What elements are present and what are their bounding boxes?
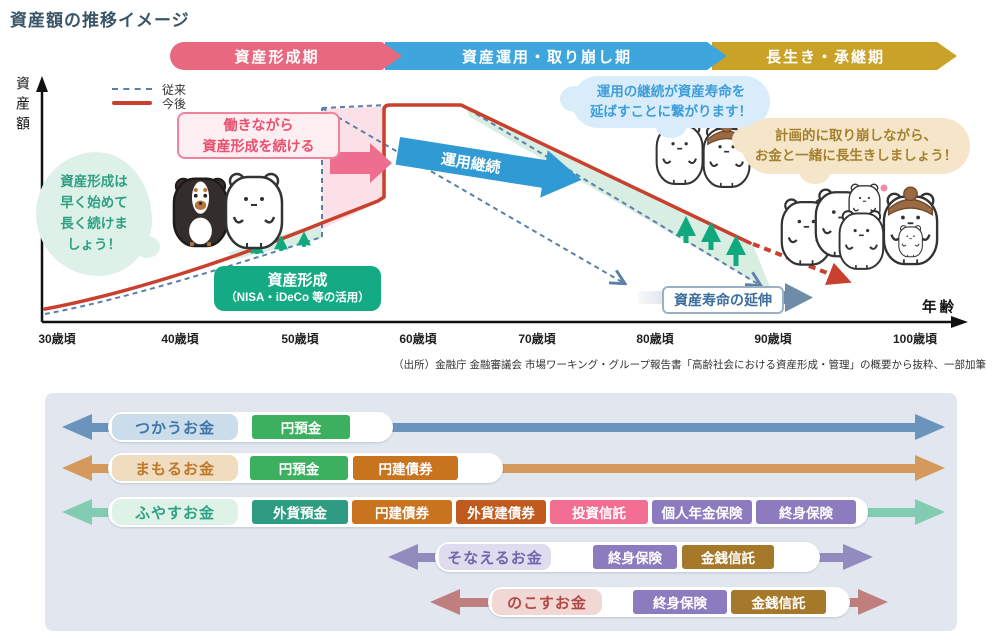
arrow-left-icon — [388, 543, 418, 570]
region-top-dashed-edge — [321, 104, 387, 109]
phase-banner-label: 資産運用・取り崩し期 — [461, 48, 632, 66]
row-label: つかうお金 — [112, 414, 238, 440]
gain-arrows-management — [676, 216, 746, 266]
product-box: 金銭信託 — [682, 545, 774, 569]
x-tick: 100歳頃 — [892, 332, 938, 346]
y-axis-arrowhead — [36, 76, 48, 92]
row-pill: そなえるお金 終身保険 金銭信託 — [435, 542, 820, 572]
x-tick: 90歳頃 — [754, 332, 792, 346]
row-label: そなえるお金 — [439, 544, 551, 570]
callout-asset-formation: 資産形成 （NISA・iDeCo 等の活用） — [214, 266, 381, 311]
product-box: 終身保険 — [593, 545, 677, 569]
phase-banner-management: 資産運用・取り崩し期 — [385, 42, 727, 70]
x-tick: 40歳頃 — [161, 332, 199, 346]
row-pill: ふやすお金 外貨預金 円建債券 外貨建債券 投資信託 個人年金保険 終身保険 — [108, 497, 868, 527]
continue-management-arrow: 運用継続 — [395, 137, 582, 198]
arrow-shaft — [89, 463, 917, 473]
bear-characters-group — [780, 183, 937, 270]
row-label: まもるお金 — [112, 455, 238, 481]
arrow-left-icon — [430, 588, 460, 615]
product-box: 金銭信託 — [731, 590, 826, 614]
y-axis-label: 資産額 — [15, 76, 31, 136]
product-box: 円預金 — [252, 415, 350, 439]
speech-bubble-management-extends: 運用の継続が資産寿命を 延ばすことに繋がります！ — [560, 76, 770, 138]
money-row-protect: まもるお金 円預金 円建債券 — [45, 450, 957, 486]
x-tick: 60歳頃 — [399, 332, 437, 346]
row-label: ふやすお金 — [112, 499, 238, 525]
product-box: 個人年金保険 — [652, 500, 752, 524]
arrow-left-icon — [62, 454, 92, 481]
bear-characters-left — [171, 172, 284, 250]
conventional-line-decline — [321, 107, 622, 282]
legend-solid-line — [112, 101, 152, 105]
x-axis-label: 年齢 — [922, 300, 957, 316]
money-row-prepare: そなえるお金 終身保険 金銭信託 — [45, 539, 957, 575]
speech-bubble-start-early: 資産形成は 早く始めて 長く続けま しょう！ — [36, 152, 160, 276]
product-box: 外貨預金 — [252, 500, 348, 524]
arrow-right-icon — [915, 498, 945, 525]
x-tick: 30歳頃 — [38, 332, 76, 346]
legend-dashed-line — [112, 88, 152, 90]
arrow-shaft — [89, 422, 917, 432]
row-pill: つかうお金 円預金 — [108, 412, 393, 442]
x-tick: 70歳頃 — [518, 332, 556, 346]
money-map-panel: つかうお金 円預金 まもるお金 円預金 円建債券 ふやすお金 外貨預金 円建債券 — [45, 393, 957, 631]
callout-keep-working: 働きながら 資産形成を続ける — [177, 112, 340, 159]
money-row-grow: ふやすお金 外貨預金 円建債券 外貨建債券 投資信託 個人年金保険 終身保険 — [45, 494, 957, 530]
product-box: 円預金 — [250, 456, 348, 480]
product-box: 投資信託 — [550, 500, 648, 524]
phase-banner-label: 資産形成期 — [234, 48, 320, 66]
legend-label-conventional: 従来 — [162, 82, 187, 97]
money-row-spend: つかうお金 円預金 — [45, 409, 957, 445]
x-tick: 80歳頃 — [636, 332, 674, 346]
product-box: 終身保険 — [633, 590, 727, 614]
keep-working-arrow — [330, 143, 392, 183]
arrow-right-icon — [915, 454, 945, 481]
phase-banner-label: 長生き・承継期 — [765, 48, 885, 66]
arrow-left-icon — [62, 413, 92, 440]
arrow-right-icon — [915, 413, 945, 440]
product-box: 円建債券 — [353, 456, 458, 480]
row-label: のこすお金 — [492, 589, 602, 615]
speech-bubble-planned-withdrawal: 計画的に取り崩しながら、 お金と一緒に長生きしましょう！ — [732, 118, 970, 184]
legend: 従来 今後 — [112, 82, 187, 111]
row-pill: のこすお金 終身保険 金銭信託 — [488, 587, 850, 617]
label-lifespan-extension: 資産寿命の延伸 — [662, 286, 784, 314]
arrow-right-icon — [843, 543, 873, 570]
arrow-right-icon — [858, 588, 888, 615]
page-title: 資産額の推移イメージ — [10, 11, 190, 30]
product-box: 終身保険 — [756, 500, 856, 524]
row-pill: まもるお金 円預金 円建債券 — [108, 453, 503, 483]
phase-banner-longevity: 長生き・承継期 — [712, 42, 957, 70]
product-box: 外貨建債券 — [456, 500, 546, 524]
source-citation: （出所）金融庁 金融審議会 市場ワーキング・グループ報告書「高齢社会における資産… — [393, 359, 986, 371]
arrow-left-icon — [62, 498, 92, 525]
product-box: 円建債券 — [352, 500, 452, 524]
x-axis-arrowhead — [951, 316, 968, 328]
x-tick: 50歳頃 — [281, 332, 319, 346]
phase-banner-formation: 資産形成期 — [170, 42, 402, 70]
no-management-decline — [467, 108, 758, 284]
legend-label-future: 今後 — [162, 96, 187, 111]
money-row-bequeath: のこすお金 終身保険 金銭信託 — [45, 584, 957, 620]
